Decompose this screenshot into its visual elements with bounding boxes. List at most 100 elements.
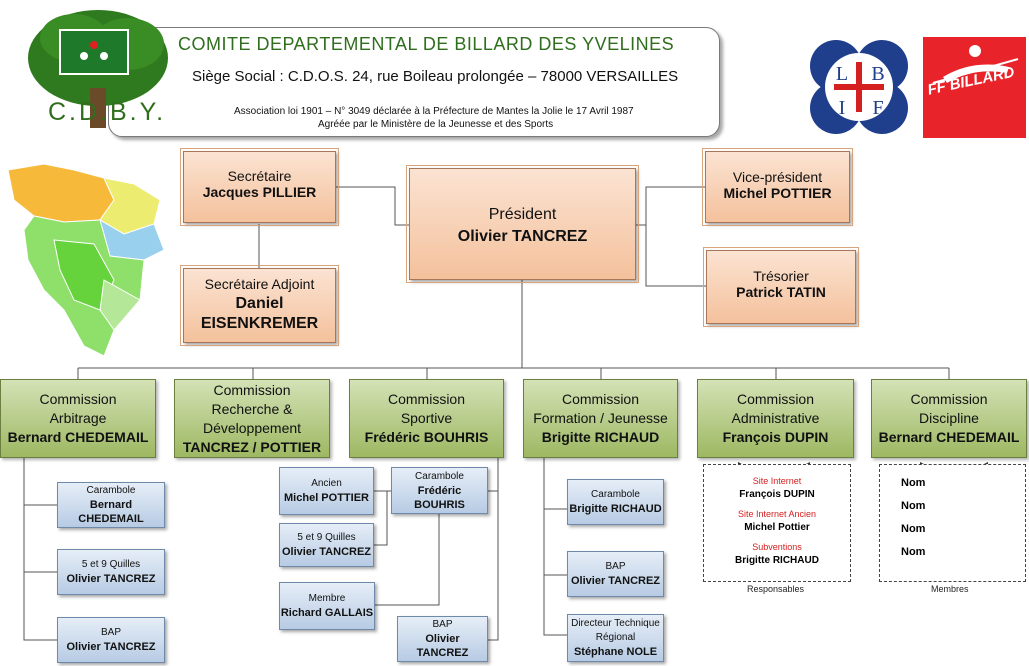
secretaire-adjoint-role: Secrétaire Adjoint xyxy=(204,276,315,292)
billiard-player-icon xyxy=(932,45,1019,84)
commission-subject: Discipline xyxy=(919,410,979,426)
member-role: BAP xyxy=(432,619,453,630)
member-role: BAP xyxy=(100,627,121,638)
tresorier-role: Trésorier xyxy=(753,268,809,284)
commission-label: Commission xyxy=(561,391,639,407)
sportive-membre-box: Membre Richard GALLAIS xyxy=(279,582,375,630)
member-role: 5 et 9 Quilles xyxy=(81,559,141,570)
president-name: Olivier TANCREZ xyxy=(457,228,588,245)
commission-label: Commission xyxy=(39,391,117,407)
formation-dtr-box: Directeur Technique Régional Stéphane NO… xyxy=(567,614,664,662)
commission-subject: Sportive xyxy=(400,410,453,426)
secretaire-adjoint-box: Secrétaire Adjoint Daniel EISENKREMER xyxy=(180,265,339,346)
responsable-label: Site Internet Ancien xyxy=(737,509,817,519)
member-role: Carambole xyxy=(591,489,640,500)
discipline-membres-box xyxy=(879,464,1026,582)
commission-subject: Arbitrage xyxy=(49,410,107,426)
commission-label: Commission xyxy=(387,391,465,407)
commission-recherche: Commission Recherche & Développement TAN… xyxy=(174,379,330,458)
membres-caption: Membres xyxy=(931,584,969,594)
president-box: Président Olivier TANCREZ xyxy=(406,165,639,283)
sportive-bap-box: BAP Olivier TANCREZ xyxy=(397,616,488,662)
discipline-member: Nom xyxy=(901,477,926,489)
commission-label: Commission xyxy=(736,391,814,407)
headquarters-address: Siège Social : C.D.O.S. 24, rue Boileau … xyxy=(192,68,679,85)
vice-president-name: Michel POTTIER xyxy=(723,185,832,201)
responsables-caption: Responsables xyxy=(747,584,805,594)
member-role: Carambole xyxy=(415,470,464,482)
tree-logo-icon xyxy=(28,10,168,128)
member-name: Stéphane NOLE xyxy=(573,646,658,658)
president-role: Président xyxy=(488,206,557,223)
member-name: Olivier TANCREZ xyxy=(570,575,661,587)
lbif-letter-l: L xyxy=(836,63,848,85)
commission-label: Commission xyxy=(213,381,291,398)
member-name: Bernard CHEDEMAIL xyxy=(78,499,144,525)
formation-bap-box: BAP Olivier TANCREZ xyxy=(567,551,664,597)
commission-arbitrage: Commission Arbitrage Bernard CHEDEMAIL xyxy=(0,379,156,458)
secretaire-adjoint-name2: EISENKREMER xyxy=(200,315,319,332)
member-name: Olivier TANCREZ xyxy=(281,546,372,558)
member-role: Carambole xyxy=(86,485,136,496)
commission-sportive: Commission Sportive Frédéric BOUHRIS xyxy=(349,379,504,458)
member-role-2: Régional xyxy=(595,632,636,643)
member-role: Ancien xyxy=(311,478,342,489)
arbitrage-carambole-box: Carambole Bernard CHEDEMAIL xyxy=(57,482,165,528)
member-name: Olivier TANCREZ xyxy=(416,633,469,659)
commission-head: Bernard CHEDEMAIL xyxy=(7,429,149,445)
member-name: Olivier TANCREZ xyxy=(66,641,156,653)
vice-president-box: Vice-président Michel POTTIER xyxy=(702,148,853,226)
commission-head: Bernard CHEDEMAIL xyxy=(878,429,1020,445)
commission-administrative: Commission Administrative François DUPIN xyxy=(697,379,854,458)
commission-formation: Commission Formation / Jeunesse Brigitte… xyxy=(523,379,678,458)
commission-head: François DUPIN xyxy=(722,429,829,445)
commission-subject-2: Développement xyxy=(202,419,302,436)
discipline-member: Nom xyxy=(901,546,926,558)
secretaire-box: Secrétaire Jacques PILLIER xyxy=(180,148,339,226)
lbif-letter-b: B xyxy=(871,63,884,85)
arbitrage-quilles-box: 5 et 9 Quilles Olivier TANCREZ xyxy=(57,549,165,595)
secretaire-name: Jacques PILLIER xyxy=(202,184,317,200)
commission-head: TANCREZ / POTTIER xyxy=(182,438,322,455)
lbif-letter-f: F xyxy=(872,97,883,119)
member-name: Michel POTTIER xyxy=(284,492,369,504)
member-name: Olivier TANCREZ xyxy=(66,573,156,585)
committee-title: COMITE DEPARTEMENTAL DE BILLARD DES YVEL… xyxy=(178,34,675,54)
vice-president-role: Vice-président xyxy=(732,169,823,185)
commission-head: Brigitte RICHAUD xyxy=(541,429,660,445)
tresorier-box: Trésorier Patrick TATIN xyxy=(703,247,859,327)
member-name: Brigitte RICHAUD xyxy=(569,503,662,515)
sportive-ancien-box: Ancien Michel POTTIER xyxy=(279,467,374,515)
member-role: BAP xyxy=(605,561,626,572)
administrative-responsables-box: Site Internet François DUPIN Site Intern… xyxy=(703,464,851,582)
member-role: 5 et 9 Quilles xyxy=(297,532,356,543)
ministry-agreement: Agréée par le Ministère de la Jeunesse e… xyxy=(318,119,554,130)
tresorier-name: Patrick TATIN xyxy=(736,284,826,300)
commission-discipline: Commission Discipline Bernard CHEDEMAIL xyxy=(871,379,1027,458)
member-role: Membre xyxy=(308,593,346,604)
discipline-member: Nom xyxy=(901,523,926,535)
association-registration: Association loi 1901 – N° 3049 déclarée … xyxy=(234,106,634,117)
member-name: Richard GALLAIS xyxy=(280,607,374,619)
member-role: Directeur Technique xyxy=(571,618,660,629)
responsable-name: Brigitte RICHAUD xyxy=(735,555,819,566)
commission-head: Frédéric BOUHRIS xyxy=(364,429,489,445)
commission-subject: Formation / Jeunesse xyxy=(533,410,668,426)
sportive-quilles-box: 5 et 9 Quilles Olivier TANCREZ xyxy=(279,523,374,567)
formation-carambole-box: Carambole Brigitte RICHAUD xyxy=(567,479,664,525)
acronym-text: C.D.B.Y. xyxy=(48,98,167,126)
member-name: Frédéric BOUHRIS xyxy=(414,484,465,511)
commission-subject: Recherche & xyxy=(211,400,293,417)
sportive-carambole-box: Carambole Frédéric BOUHRIS xyxy=(391,467,488,514)
discipline-member: Nom xyxy=(901,500,926,512)
responsable-label: Site Internet xyxy=(752,476,802,486)
secretaire-adjoint-name1: Daniel xyxy=(235,295,284,312)
commission-subject: Administrative xyxy=(731,410,820,426)
responsable-name: François DUPIN xyxy=(739,489,815,500)
ff-billard-logo xyxy=(923,37,1026,138)
yvelines-map-icon xyxy=(7,163,165,357)
header-banner xyxy=(108,27,720,137)
responsable-label: Subventions xyxy=(752,542,802,552)
lbif-logo: L B I F xyxy=(810,40,908,134)
lbif-letter-i: I xyxy=(839,97,846,119)
